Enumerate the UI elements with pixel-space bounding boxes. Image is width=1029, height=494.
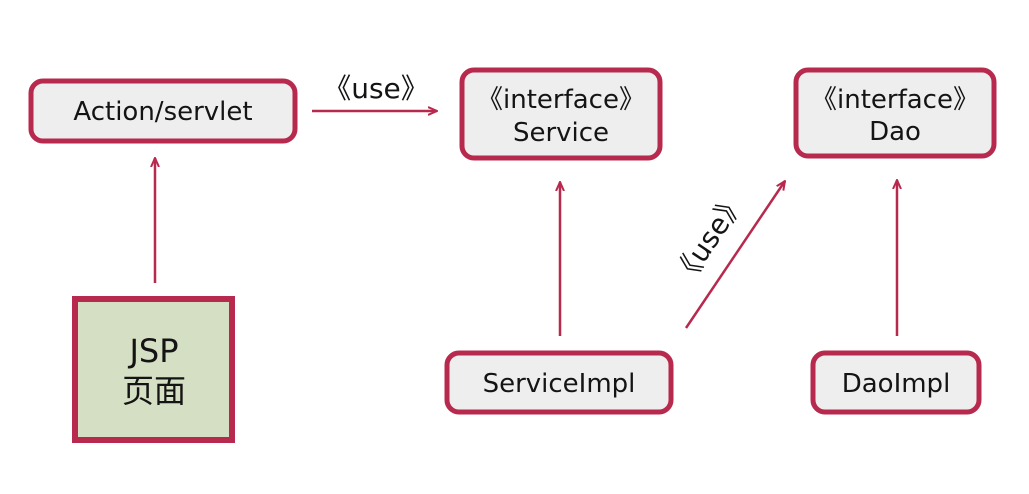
action-servlet-label: Action/servlet bbox=[73, 97, 252, 127]
action-servlet-box: Action/servlet bbox=[28, 78, 298, 144]
service-impl-box: ServiceImpl bbox=[444, 350, 674, 415]
dao-name: Dao bbox=[869, 117, 921, 147]
dao-impl-label: DaoImpl bbox=[842, 369, 951, 399]
jsp-page-box: JSP 页面 bbox=[72, 296, 235, 443]
edge-label-use-top: 《use》 bbox=[323, 72, 429, 105]
service-impl-label: ServiceImpl bbox=[483, 369, 636, 399]
edge-serviceimpl-to-dao bbox=[684, 181, 785, 329]
dao-stereotype: 《interface》 bbox=[811, 85, 979, 115]
jsp-page-label: 页面 bbox=[122, 372, 186, 410]
service-name: Service bbox=[513, 118, 609, 148]
service-stereotype: 《interface》 bbox=[477, 85, 645, 115]
edge-label-use-diagonal: 《use》 bbox=[666, 186, 752, 292]
service-interface-box: 《interface》 Service bbox=[459, 67, 663, 161]
dao-impl-box: DaoImpl bbox=[810, 350, 982, 415]
dao-interface-box: 《interface》 Dao bbox=[793, 67, 997, 159]
jsp-label: JSP bbox=[127, 332, 178, 370]
